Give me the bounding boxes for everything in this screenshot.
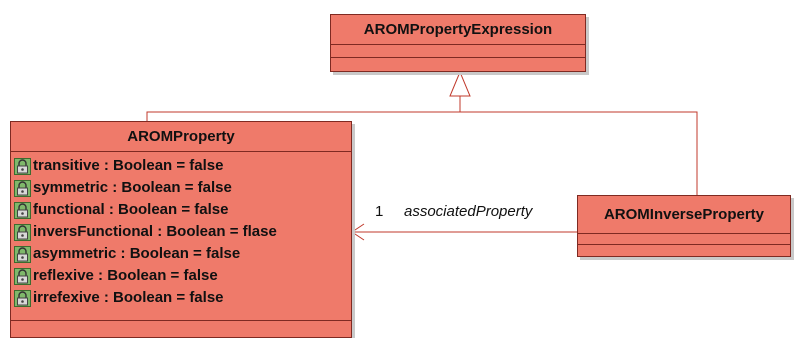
attribute-text: symmetric : Boolean = false xyxy=(33,179,232,196)
association-role-label: associatedProperty xyxy=(404,203,533,220)
attribute-lock-icon xyxy=(14,157,31,175)
attribute-row[interactable]: symmetric : Boolean = false xyxy=(11,177,351,199)
attribute-lock-icon xyxy=(14,289,31,307)
attribute-lock-icon xyxy=(14,245,31,263)
association-multiplicity: 1 xyxy=(375,203,384,220)
attribute-lock-icon xyxy=(14,267,31,285)
generalization-edge-inverse xyxy=(460,111,698,195)
association-arrowhead xyxy=(351,223,365,241)
class-aromproperty[interactable]: AROMProperty transitive : Boolean = fals… xyxy=(10,121,352,338)
class-name: AROMPropertyExpression xyxy=(331,15,585,45)
class-name: AROMProperty xyxy=(11,122,351,152)
class-arominverse-property[interactable]: AROMInverseProperty xyxy=(577,195,791,257)
operations-compartment xyxy=(578,245,790,256)
generalization-arrowhead xyxy=(449,70,471,97)
attribute-lock-icon xyxy=(14,201,31,219)
class-name: AROMInverseProperty xyxy=(578,196,790,234)
attribute-text: asymmetric : Boolean = false xyxy=(33,245,241,262)
attribute-lock-icon xyxy=(14,223,31,241)
attribute-text: irrefexive : Boolean = false xyxy=(33,289,224,306)
attribute-lock-icon xyxy=(14,179,31,197)
operations-compartment xyxy=(331,58,585,71)
attribute-row[interactable]: asymmetric : Boolean = false xyxy=(11,243,351,265)
attribute-text: transitive : Boolean = false xyxy=(33,157,224,174)
operations-compartment xyxy=(11,321,351,337)
attributes-compartment xyxy=(578,234,790,245)
attribute-row[interactable]: transitive : Boolean = false xyxy=(11,155,351,177)
attribute-row[interactable]: irrefexive : Boolean = false xyxy=(11,287,351,309)
attribute-row[interactable]: reflexive : Boolean = false xyxy=(11,265,351,287)
generalization-edge-property xyxy=(146,96,461,121)
attribute-text: reflexive : Boolean = false xyxy=(33,267,218,284)
class-aromproperty-expression[interactable]: AROMPropertyExpression xyxy=(330,14,586,72)
attribute-text: functional : Boolean = false xyxy=(33,201,229,218)
attributes-compartment: transitive : Boolean = false symmetric :… xyxy=(11,152,351,321)
attribute-text: inversFunctional : Boolean = flase xyxy=(33,223,277,240)
attributes-compartment xyxy=(331,45,585,58)
attribute-row[interactable]: functional : Boolean = false xyxy=(11,199,351,221)
attribute-row[interactable]: inversFunctional : Boolean = flase xyxy=(11,221,351,243)
